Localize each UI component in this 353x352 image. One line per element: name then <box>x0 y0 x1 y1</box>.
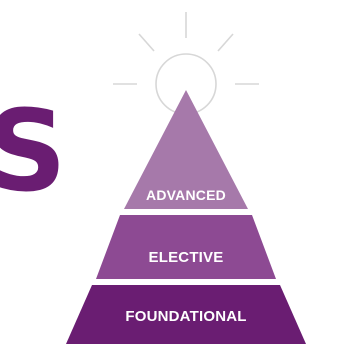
tier-advanced-label: ADVANCED <box>146 187 226 203</box>
tier-elective-label: ELECTIVE <box>149 249 224 266</box>
tier-foundational <box>66 285 306 344</box>
tier-advanced <box>124 90 248 209</box>
sun-ray-top-left <box>138 33 155 52</box>
tier-elective <box>96 215 276 279</box>
tier-foundational-label: FOUNDATIONAL <box>125 308 246 325</box>
sun-ray-top-right <box>217 33 234 52</box>
heading-letter-fragment: S <box>0 87 67 217</box>
